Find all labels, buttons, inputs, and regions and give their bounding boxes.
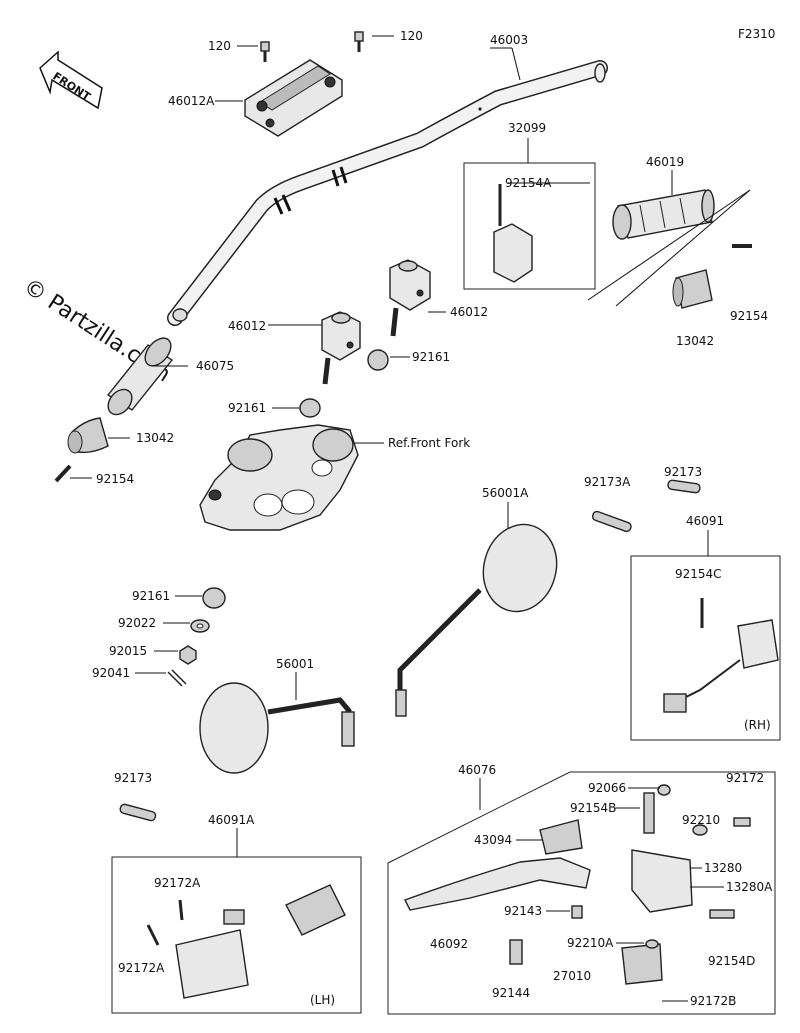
nut-92015: [179, 645, 197, 665]
label-92154c: 92154C: [675, 567, 722, 581]
handlebar: [167, 60, 608, 326]
mirror-left: [199, 682, 355, 774]
bar-end-left: [67, 417, 109, 454]
bushing-92161-upper-left: [299, 398, 321, 418]
label-92015: 92015: [109, 644, 147, 658]
label-120-right: 120: [400, 29, 423, 43]
mirror-right: [395, 523, 558, 717]
riser-right: [389, 259, 431, 337]
label-92173-left: 92173: [114, 771, 152, 785]
lever-assembly-box: [387, 771, 776, 1015]
label-27010: 27010: [553, 969, 591, 983]
label-92210: 92210: [682, 813, 720, 827]
label-92172a-lower: 92172A: [118, 961, 165, 975]
label-92144: 92144: [492, 986, 530, 1000]
label-56001: 56001: [276, 657, 314, 671]
clip-92173-left: [119, 803, 157, 822]
label-92041: 92041: [92, 666, 130, 680]
label-46075: 46075: [196, 359, 234, 373]
label-rh: (RH): [744, 718, 771, 732]
label-92066: 92066: [588, 781, 626, 795]
label-46003: 46003: [490, 33, 528, 47]
riser-left: [321, 311, 361, 385]
label-92154-right: 92154: [730, 309, 768, 323]
label-46091a: 46091A: [208, 813, 255, 827]
label-92143: 92143: [504, 904, 542, 918]
bushing-92161-lower: [202, 587, 226, 609]
bolt-120-left: [260, 41, 270, 62]
leader-lines: [70, 35, 724, 1002]
label-46076: 46076: [458, 763, 496, 777]
label-46092: 46092: [430, 937, 468, 951]
label-46019: 46019: [646, 155, 684, 169]
bar-end-right: [672, 269, 713, 309]
label-13280: 13280: [704, 861, 742, 875]
screw-92154-left: [54, 464, 72, 483]
label-92172: 92172: [726, 771, 764, 785]
label-46012a: 46012A: [168, 94, 215, 108]
right-grip: [612, 189, 715, 240]
label-92173-right: 92173: [664, 465, 702, 479]
washer-92022: [190, 619, 210, 633]
label-92172b: 92172B: [690, 994, 736, 1008]
label-92154a: 92154A: [505, 176, 552, 190]
throttle-box: [463, 162, 596, 290]
clip-92173-right: [667, 479, 701, 494]
left-grip: [106, 337, 174, 416]
label-92022: 92022: [118, 616, 156, 630]
label-32099: 32099: [508, 121, 546, 135]
label-13280a: 13280A: [726, 880, 773, 894]
label-92154b: 92154B: [570, 801, 616, 815]
rh-switch-box: [630, 555, 781, 741]
label-56001a: 56001A: [482, 486, 529, 500]
label-13042-right: 13042: [676, 334, 714, 348]
label-92161-upper-left: 92161: [228, 401, 266, 415]
label-120-left: 120: [208, 39, 231, 53]
bushing-92161-upper-right: [367, 349, 389, 371]
label-43094: 43094: [474, 833, 512, 847]
clip-92173a: [591, 510, 632, 533]
figure-code: F2310: [738, 27, 775, 41]
label-46012-left: 46012: [228, 319, 266, 333]
label-13042-left: 13042: [136, 431, 174, 445]
bolt-120-right: [354, 31, 364, 52]
label-46012-right: 46012: [450, 305, 488, 319]
label-92161-lower: 92161: [132, 589, 170, 603]
upper-clamp: [244, 59, 343, 137]
label-lh: (LH): [310, 993, 335, 1007]
label-92210a: 92210A: [567, 936, 614, 950]
label-92172a-upper: 92172A: [154, 876, 201, 890]
label-92161-upper-right: 92161: [412, 350, 450, 364]
label-46091: 46091: [686, 514, 724, 528]
label-92154-left: 92154: [96, 472, 134, 486]
front-arrow-icon: FRONT: [39, 50, 103, 110]
label-front-fork: Ref.Front Fork: [388, 436, 470, 450]
lh-switch-box: [111, 856, 362, 1014]
cotter-pin-92041: [167, 669, 187, 687]
label-92154d: 92154D: [708, 954, 755, 968]
label-92173a: 92173A: [584, 475, 631, 489]
upper-triple-clamp: [199, 424, 359, 531]
